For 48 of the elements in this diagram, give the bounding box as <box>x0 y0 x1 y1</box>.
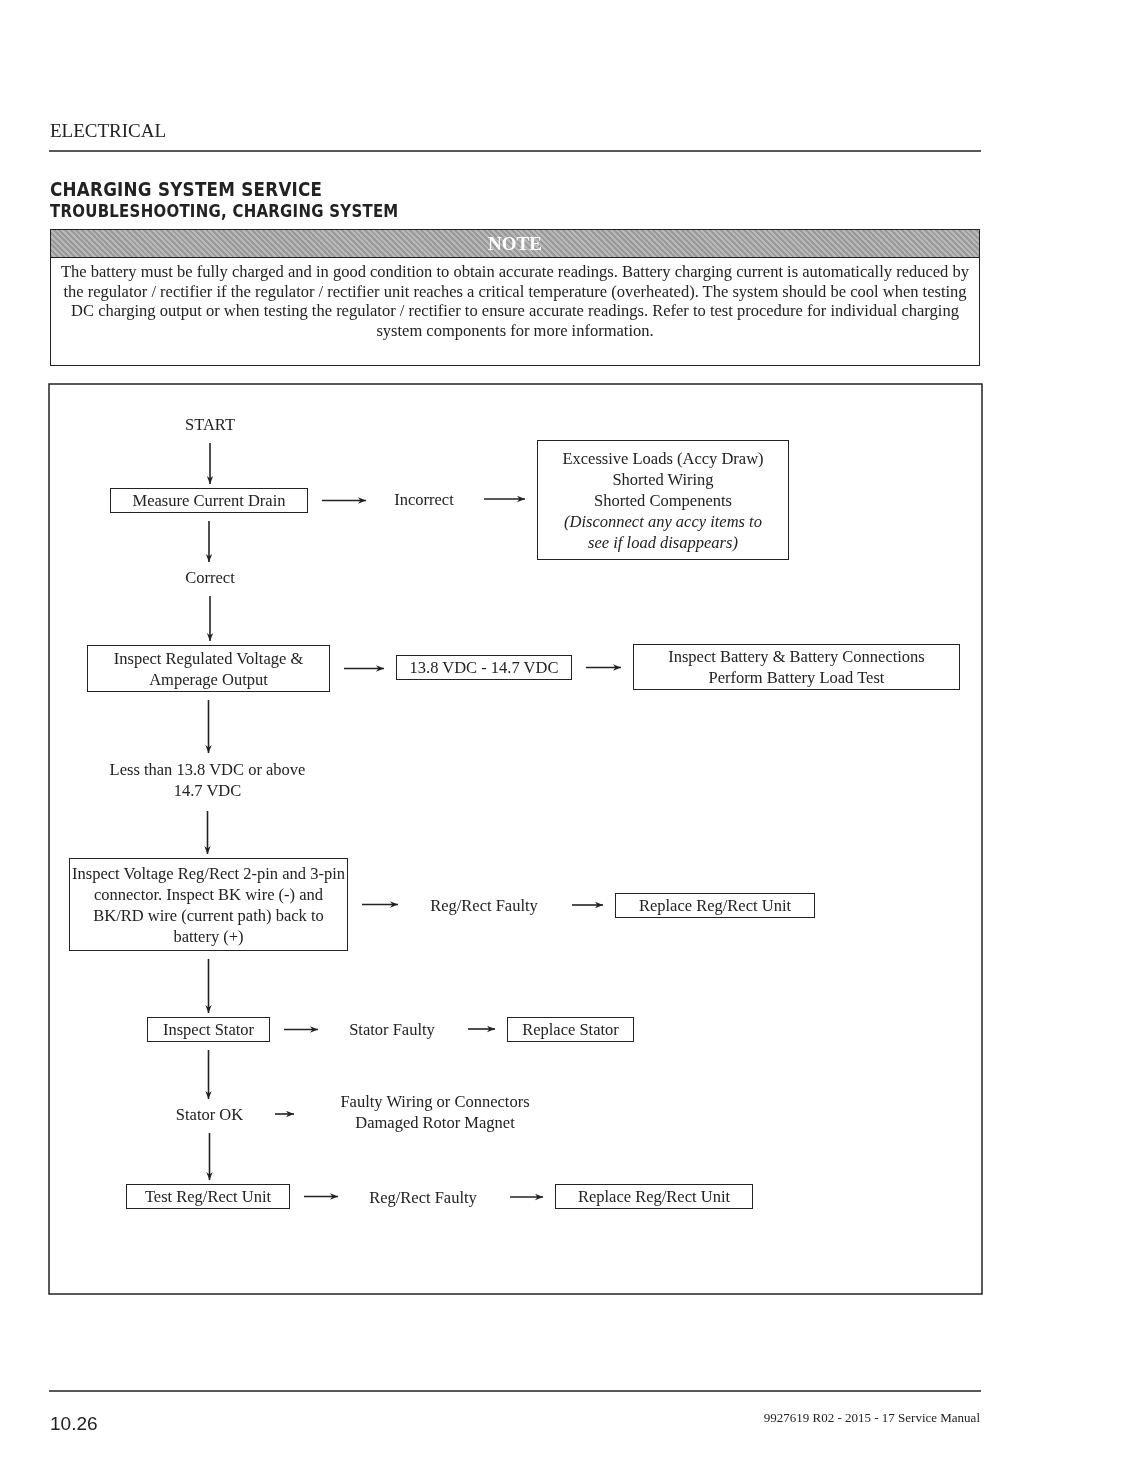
process-box: Inspect Battery & Battery Connections Perform Battery Load Test <box>633 644 960 690</box>
arrow <box>206 1132 213 1181</box>
arrow <box>205 958 212 1014</box>
arrow <box>571 901 604 909</box>
process-box: Excessive Loads (Accy Draw) Shorted Wiring Shorted Compenents (Disconnect any accy items to see if load disappears) <box>537 440 789 560</box>
arrow <box>361 901 399 908</box>
process-box: Replace Reg/Rect Unit <box>615 893 815 918</box>
arrow <box>205 699 212 754</box>
note-text: The battery must be fully charged and in good condition to obtain accurate readings. Battery charging current is automatically reduced by the regulator / rectifier if the regulator / rectifier unit reaches a critical temperature (overheated). The system should be cool when testing DC charging output or when testing the regulator / rectifier to ensure accurate readings. Refer to test procedure for individual charging system components for more information. <box>60 261 970 342</box>
arrow <box>283 1026 319 1033</box>
arrow <box>205 1049 212 1100</box>
arrow <box>509 1193 544 1201</box>
arrow <box>206 442 214 485</box>
arrow <box>204 810 211 855</box>
footer-text: 9927619 R02 - 2015 - 17 Service Manual <box>762 1410 980 1426</box>
step-text: Faulty Wiring or Connectors <box>340 1091 530 1112</box>
step-text: Damaged Rotor Magnet <box>355 1112 515 1133</box>
flow-label: Less than 13.8 VDC or above 14.7 VDC <box>100 757 315 803</box>
arrow <box>303 1193 339 1200</box>
section-header: ELECTRICAL <box>50 120 168 142</box>
process-box: Replace Reg/Rect Unit <box>555 1184 753 1209</box>
arrow <box>205 520 213 563</box>
process-box: Replace Stator <box>507 1017 634 1042</box>
arrow <box>467 1025 496 1033</box>
process-box: Measure Current Drain <box>110 488 308 513</box>
flow-label: Stator OK <box>158 1103 261 1125</box>
arrow <box>274 1110 295 1118</box>
flow-label: Reg/Rect Faulty <box>410 894 558 916</box>
process-box: Inspect Regulated Voltage & Amperage Output <box>87 645 330 692</box>
title: CHARGING SYSTEM SERVICE <box>50 178 324 200</box>
arrow <box>483 495 526 503</box>
flow-label: Correct <box>160 566 260 588</box>
process-box: 13.8 VDC - 14.7 VDC <box>396 655 572 680</box>
arrow <box>206 595 214 642</box>
arrow <box>343 665 385 672</box>
subheading: TROUBLESHOOTING, CHARGING SYSTEM <box>50 201 400 221</box>
flow-label: Incorrect <box>378 488 470 510</box>
flow-label: Reg/Rect Faulty <box>350 1186 496 1208</box>
flow-label: START <box>170 413 250 435</box>
process-box: Test Reg/Rect Unit <box>126 1184 290 1209</box>
process-box: Inspect Stator <box>147 1017 270 1042</box>
arrow <box>321 497 367 504</box>
note-heading: NOTE <box>51 230 979 258</box>
flow-label: Stator Faulty <box>330 1018 454 1040</box>
arrow <box>585 664 622 671</box>
process-box: Inspect Voltage Reg/Rect 2-pin and 3-pin connector. Inspect BK wire (-) and BK/RD wire (current path) back to battery (+) <box>69 858 348 951</box>
note-box <box>50 229 980 366</box>
page-number: 10.26 <box>50 1413 99 1435</box>
